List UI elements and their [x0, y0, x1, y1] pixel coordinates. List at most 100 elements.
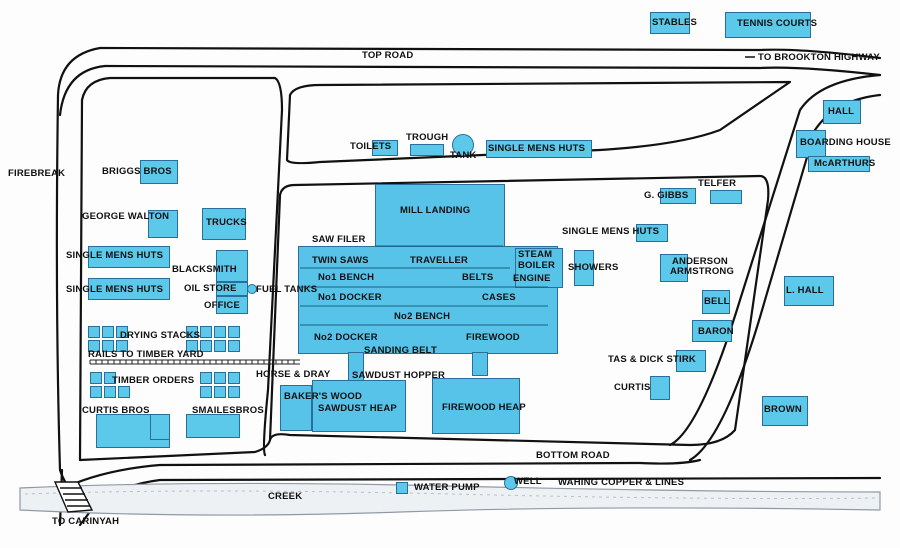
- fuel-tank: [247, 284, 257, 294]
- bell-label: BELL: [704, 296, 730, 307]
- smh-left2-label: SINGLE MENS HUTS: [66, 284, 164, 295]
- trough-label: TROUGH: [406, 132, 449, 143]
- tennis-label: TENNIS COURTS: [737, 18, 818, 29]
- toilets-label: TOILETS: [350, 141, 392, 152]
- well: [504, 476, 518, 490]
- smh-right-label: SINGLE MENS HUTS: [562, 226, 660, 237]
- boarding-label: BOARDING HOUSE: [800, 137, 891, 148]
- twinsaws-label: TWIN SAWS: [312, 255, 369, 266]
- left-block-south: [78, 438, 272, 462]
- top-block: [285, 80, 792, 165]
- boiler-label: BOILER: [518, 260, 556, 271]
- blacksmith-building: [216, 250, 248, 282]
- boarding-house-building: [796, 130, 826, 158]
- cases-label: CASES: [482, 292, 516, 303]
- stables-building: [650, 12, 690, 34]
- smh-left1-label: SINGLE MENS HUTS: [66, 250, 164, 261]
- top-road-label: TOP ROAD: [362, 50, 414, 61]
- tank-label: TANK: [450, 150, 477, 161]
- curtis-building: [650, 376, 670, 400]
- rails-label: RAILS TO TIMBER YARD: [88, 349, 204, 360]
- mill-landing-building: [375, 184, 505, 248]
- baron-building: [692, 320, 732, 342]
- hall-label: HALL: [828, 106, 855, 117]
- stables-label: STABLES: [652, 17, 698, 28]
- hall-building: [823, 100, 861, 124]
- brown-label: BROWN: [764, 404, 802, 415]
- single-mens-huts-top: [486, 140, 592, 158]
- mcarthurs-building: [808, 156, 870, 172]
- showers-label: SHOWERS: [568, 262, 619, 273]
- smailes-bros-building: [186, 414, 240, 438]
- washing-label: WAHING COPPER & LINES: [558, 477, 685, 488]
- creek-ripple: [24, 490, 881, 499]
- curtis-bros-annex: [150, 414, 170, 440]
- briggs-label: BRIGGS BROS: [102, 166, 172, 177]
- bakers-label: BAKER'S WOOD: [284, 391, 363, 402]
- l-hall-label: L. HALL: [786, 285, 824, 296]
- water-pump: [396, 482, 408, 494]
- firewood-chute: [472, 352, 488, 376]
- baron-label: BARON: [698, 326, 734, 337]
- steam-label: STEAM: [518, 249, 553, 260]
- central-block: [268, 174, 770, 447]
- carinyah-label: TO CARINYAH: [52, 516, 120, 527]
- single-mens-huts-right: [636, 224, 668, 242]
- mcarthurs-label: McARTHURS: [814, 158, 876, 169]
- top-road-line-upper: [56, 46, 882, 97]
- belts-label: BELTS: [462, 272, 494, 283]
- trucks-label: TRUCKS: [206, 217, 247, 228]
- anderson-label: ANDERSON: [672, 256, 728, 267]
- timberorders-label: TIMBER ORDERS: [112, 375, 195, 386]
- creek-label: CREEK: [268, 491, 303, 502]
- bridge: [53, 481, 94, 513]
- no1docker-label: No1 DOCKER: [318, 292, 382, 303]
- traveller-label: TRAVELLER: [410, 255, 469, 266]
- brookton-label: TO BROOKTON HIGHWAY: [758, 52, 880, 63]
- gibbs-label: G. GIBBS: [644, 190, 689, 201]
- no2bench-label: No2 BENCH: [394, 311, 451, 322]
- l-hall-building: [784, 276, 834, 306]
- sanding-label: SANDING BELT: [364, 345, 437, 356]
- g-gibbs-building: [660, 188, 696, 204]
- tas-label: TAS & DICK STIRK: [608, 354, 696, 365]
- smh-top-label: SINGLE MENS HUTS: [488, 143, 586, 154]
- bell-building: [702, 290, 730, 314]
- george-walton-building: [148, 210, 178, 238]
- trucks-shed: [202, 208, 246, 240]
- steam-boiler-building: [515, 248, 563, 288]
- top-road-line-lower: [58, 64, 882, 117]
- well-label: WELL: [514, 476, 542, 487]
- tas-dick-stirk-building: [676, 350, 706, 372]
- bakers-wood-heap: [280, 385, 312, 431]
- firebreak-label: FIREBREAK: [8, 168, 66, 179]
- horse-label: HORSE & DRAY: [256, 369, 331, 380]
- left-road-inner-1: [78, 98, 84, 462]
- rails: [89, 359, 300, 365]
- drying-label: DRYING STACKS: [120, 330, 201, 341]
- armstrong-label: ARMSTRONG: [670, 266, 735, 277]
- curtis-label: CURTIS: [614, 382, 651, 393]
- left-block-east: [80, 76, 284, 457]
- engine-label: ENGINE: [513, 273, 551, 284]
- toilets-building: [372, 140, 398, 156]
- right-road-inner: [668, 73, 882, 447]
- office-building: [216, 296, 248, 314]
- mill-landing-label: MILL LANDING: [400, 205, 471, 216]
- sawdusthopper-label: SAWDUST HOPPER: [352, 370, 446, 381]
- firewood-label: FIREWOOD: [466, 332, 520, 343]
- single-mens-huts-left-1: [88, 246, 170, 268]
- telfer-building: [710, 190, 742, 204]
- curtisbros-label: CURTIS BROS: [82, 405, 150, 416]
- waterpump-label: WATER PUMP: [414, 482, 480, 493]
- oilstore-label: OIL STORE: [184, 283, 237, 294]
- tennis-courts: [725, 12, 811, 38]
- bottom-road-upper: [58, 458, 702, 492]
- brown-building: [762, 396, 808, 426]
- telfer-label: TELFER: [698, 178, 737, 189]
- blacksmith-label: BLACKSMITH: [172, 264, 237, 275]
- no2docker-label: No2 DOCKER: [314, 332, 378, 343]
- showers-building: [574, 250, 594, 286]
